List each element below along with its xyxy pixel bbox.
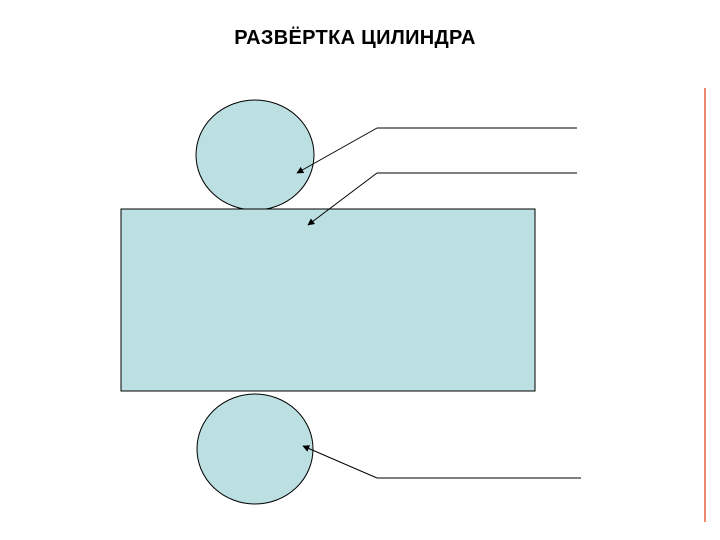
lateral-surface-callout-arrow	[307, 172, 378, 226]
bottom-base-callout-arrow	[302, 445, 378, 479]
lateral-surface-callout	[307, 172, 577, 226]
top-base-circle	[195, 99, 315, 211]
bottom-base-circle	[196, 393, 314, 505]
top-base-callout	[296, 127, 577, 174]
top-base-callout-arrow	[296, 127, 378, 174]
lateral-surface-rectangle	[120, 208, 536, 392]
page-title: РАЗВЁРТКА ЦИЛИНДРА	[234, 27, 476, 49]
bottom-base-callout	[302, 445, 581, 479]
